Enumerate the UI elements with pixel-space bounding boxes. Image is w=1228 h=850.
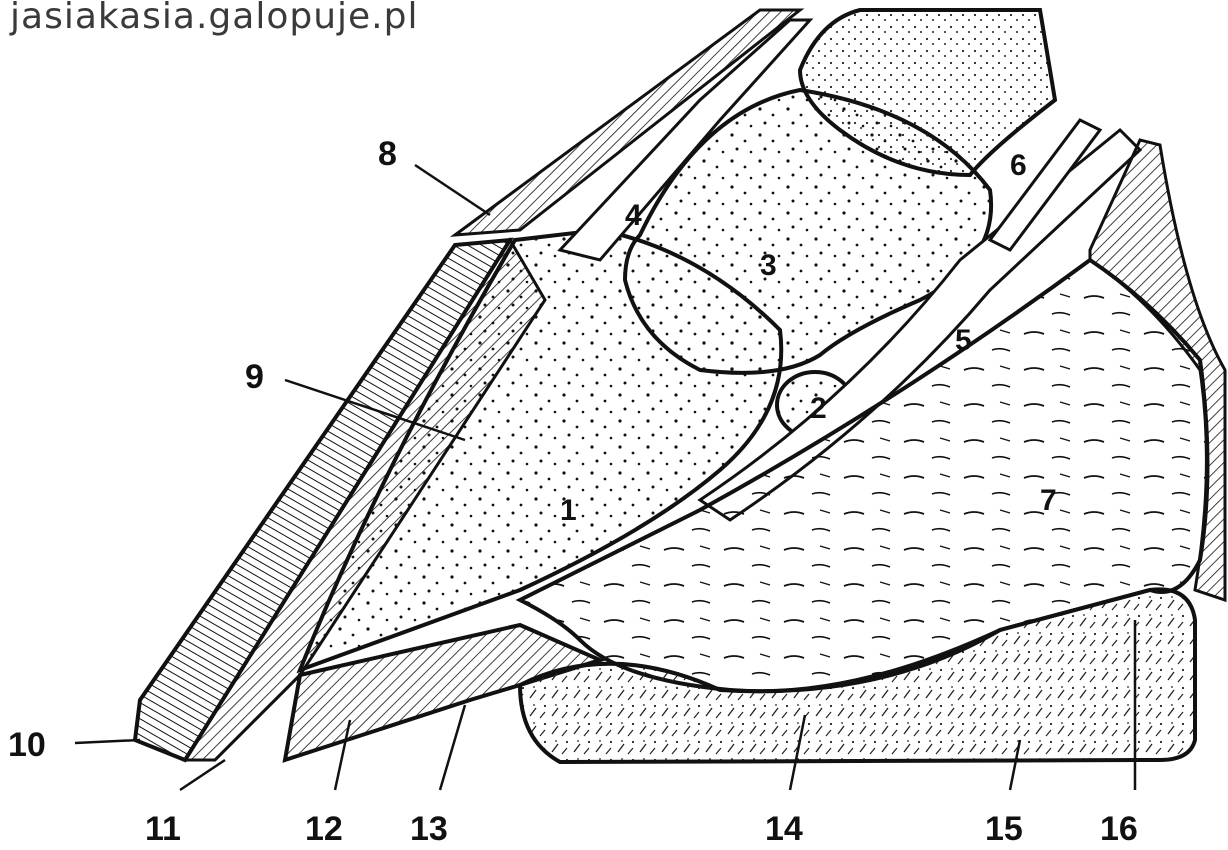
label-9: 9 [245, 358, 264, 396]
label-11: 11 [145, 810, 181, 845]
label-14: 14 [765, 810, 803, 845]
watermark: jasiakasia.galopuje.pl [10, 0, 418, 37]
label-3: 3 [760, 249, 777, 282]
label-7: 7 [1040, 484, 1057, 517]
label-10: 10 [8, 726, 46, 764]
label-12: 12 [305, 810, 343, 845]
label-2: 2 [810, 392, 827, 425]
label-6: 6 [1010, 149, 1027, 182]
label-16: 16 [1100, 810, 1138, 845]
label-13: 13 [410, 810, 448, 845]
label-8: 8 [378, 135, 397, 173]
label-1: 1 [560, 494, 577, 527]
label-4: 4 [625, 199, 642, 232]
label-15: 15 [985, 810, 1023, 845]
label-5: 5 [955, 324, 972, 357]
